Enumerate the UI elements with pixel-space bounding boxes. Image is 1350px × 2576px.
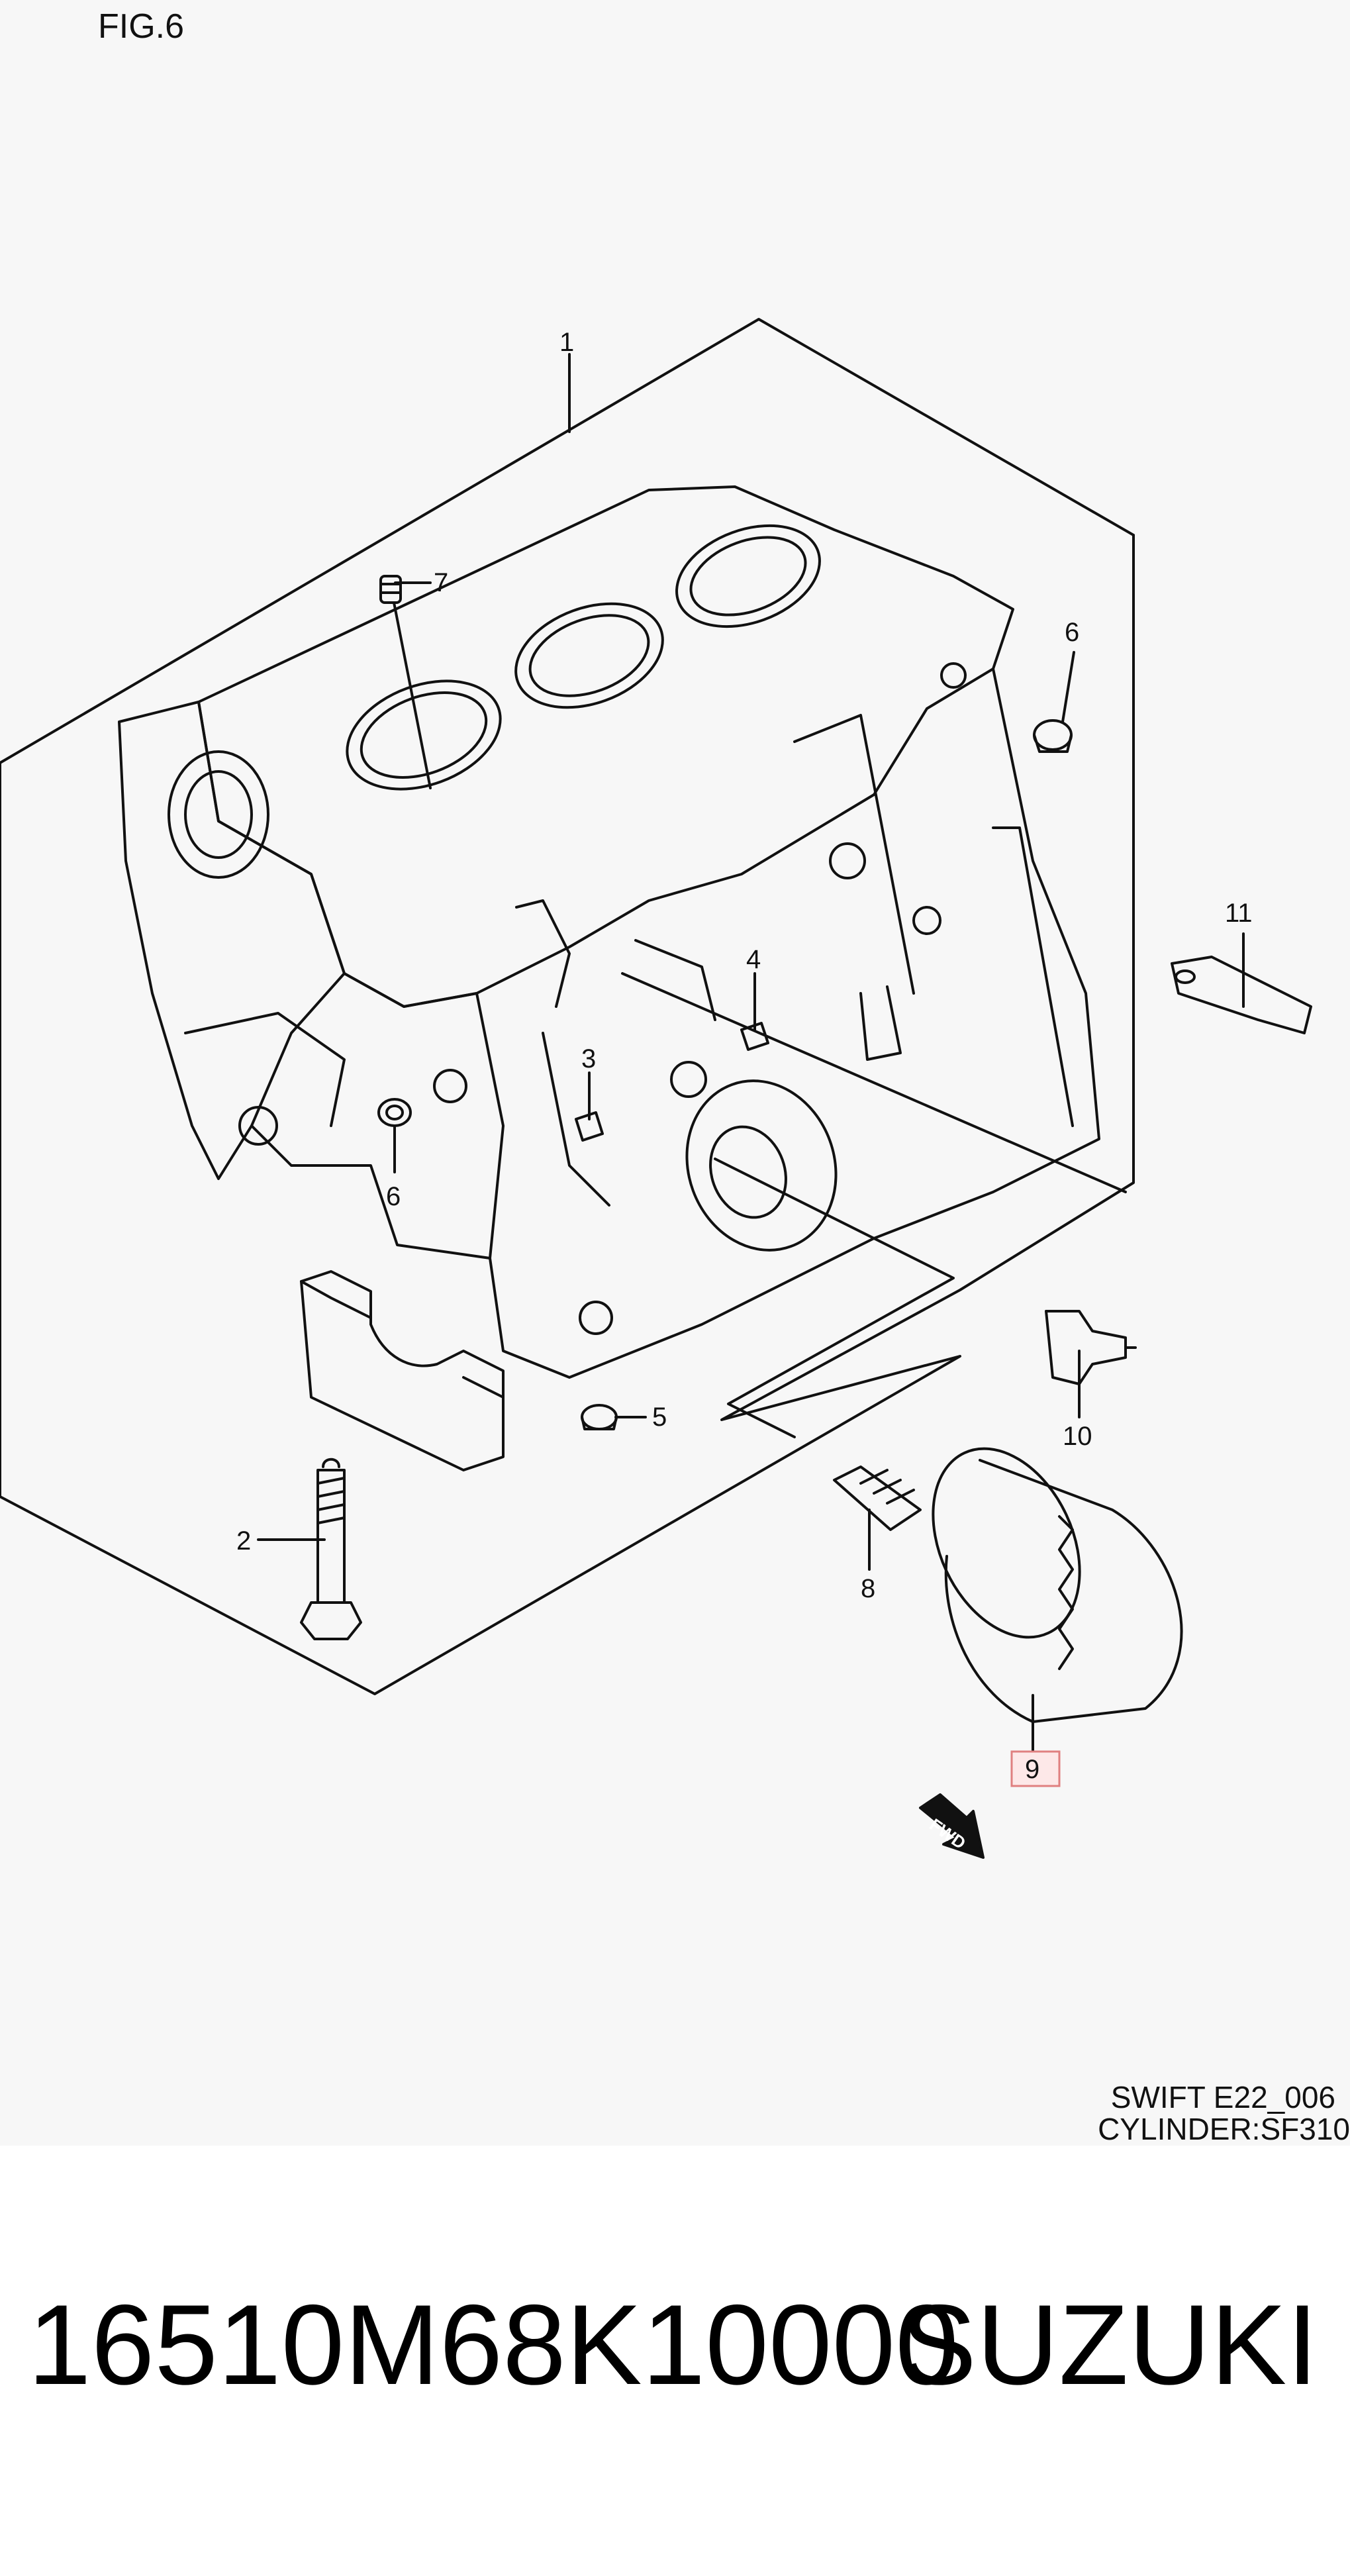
exploded-parts-diagram: 1 2 3 4 5 6 6 7 8 9 10 11 FWD	[0, 318, 1312, 1859]
diagram-area	[0, 0, 1350, 2146]
callout-6a: 6	[1065, 618, 1079, 647]
part-4-stud	[740, 1022, 769, 1051]
part-7-plug	[379, 575, 402, 604]
model-line-1: SWIFT E22_006	[1110, 2080, 1335, 2114]
callout-4: 4	[746, 945, 761, 974]
callout-3: 3	[581, 1044, 596, 1073]
assembly-group-outline	[0, 318, 1135, 1695]
leader-line-6a	[1061, 651, 1075, 723]
callout-10: 10	[1063, 1422, 1092, 1451]
part-number: 16510M68K10000	[28, 2281, 959, 2408]
fwd-arrow-icon	[919, 1793, 985, 1859]
leader-line-4b	[621, 972, 1127, 1193]
callout-7: 7	[434, 568, 448, 597]
part-2-bolt	[300, 1458, 362, 1640]
callout-9-highlight-box	[1010, 1750, 1061, 1787]
callout-6b: 6	[386, 1182, 401, 1211]
brand-name: SUZUKI	[900, 2281, 1318, 2408]
part-10-pressure-switch	[1045, 1310, 1137, 1385]
callout-2: 2	[236, 1526, 251, 1556]
callout-9[interactable]: 9	[1025, 1755, 1039, 1784]
part-6-plug-left	[377, 1098, 412, 1127]
part-5-plug	[581, 1404, 618, 1430]
leader-line-oil-filter-boss	[714, 1158, 955, 1438]
callout-5: 5	[652, 1403, 667, 1432]
callout-8: 8	[861, 1574, 875, 1603]
part-3-jet	[575, 1111, 604, 1142]
model-line-2: CYLINDER:SF310	[1098, 2112, 1350, 2146]
callout-1: 1	[559, 328, 574, 357]
part-8-union	[833, 1465, 922, 1531]
bearing-cap	[300, 1270, 505, 1471]
figure-title: FIG.6	[98, 7, 185, 46]
part-6-plug-right	[1033, 719, 1073, 753]
footer	[0, 2146, 1350, 2576]
part-9-oil-filter	[932, 1447, 1183, 1723]
cylinder-block	[118, 485, 1100, 1379]
part-11-bracket	[1171, 956, 1312, 1034]
callout-11: 11	[1225, 899, 1253, 928]
leader-line-7b	[393, 601, 432, 789]
